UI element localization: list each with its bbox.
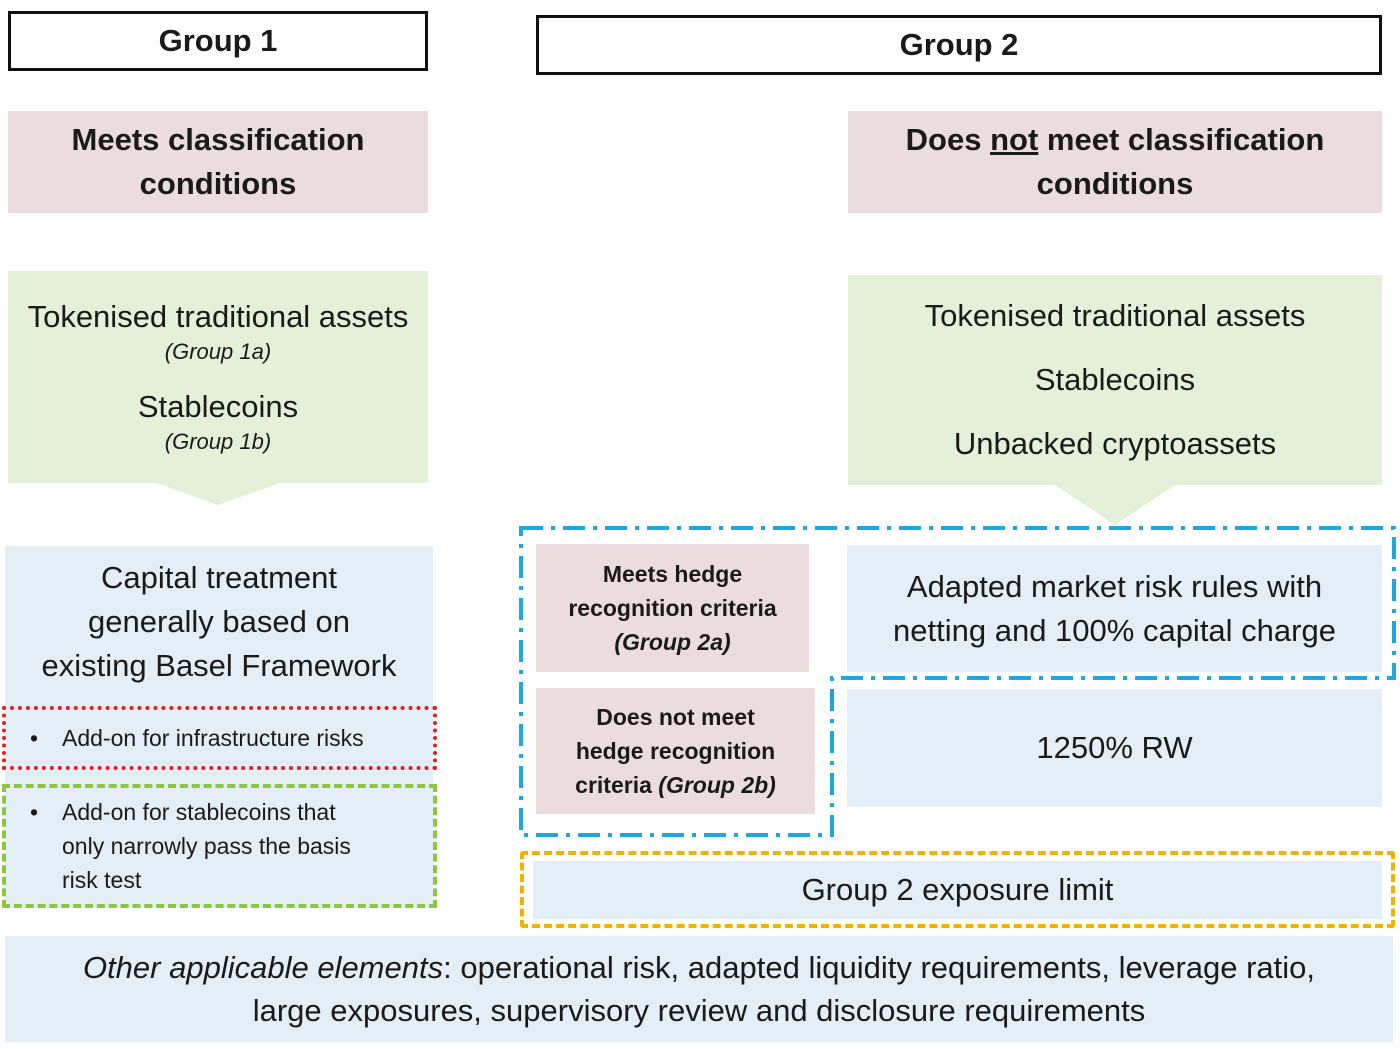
group2-tokenised: Tokenised traditional assets	[924, 298, 1306, 333]
meets-classification-line2: conditions	[139, 166, 297, 201]
meets-hedge-box: Meets hedge recognition criteria (Group …	[536, 544, 809, 672]
group1-stablecoins: Stablecoins	[137, 389, 299, 424]
other-elements-label: Other applicable elements	[82, 950, 444, 985]
not-meets-hedge-line3: criteria (Group 2b)	[575, 768, 776, 802]
exposure-limit-label: Group 2 exposure limit	[801, 872, 1114, 907]
group2-header-label: Group 2	[899, 27, 1019, 62]
group1-header: Group 1	[8, 11, 428, 71]
other-elements-box: Other applicable elements: operational r…	[5, 936, 1393, 1042]
capital-treatment-text: Capital treatment generally based on exi…	[42, 556, 397, 688]
not-meets-classification-box: Does not meet classification conditions	[848, 111, 1382, 213]
group1a-label: (Group 1a)	[164, 339, 272, 364]
group2-unbacked: Unbacked cryptoassets	[953, 426, 1277, 461]
capital-treatment-line1: Capital treatment	[100, 560, 338, 595]
meets-hedge-line2: recognition criteria	[568, 595, 777, 621]
group2b-label: (Group 2b)	[658, 772, 776, 798]
not-meets-post: meet classification	[1038, 122, 1325, 157]
not-meets-hedge-line1: Does not meet	[596, 704, 755, 730]
market-risk-line1: Adapted market risk rules with	[906, 568, 1323, 604]
not-meets-pre: Does	[905, 122, 991, 157]
group1-header-label: Group 1	[158, 23, 278, 58]
capital-treatment-line3: existing Basel Framework	[41, 648, 397, 683]
risk-weight-box: 1250% RW	[847, 689, 1382, 807]
not-meets-classification-line2: conditions	[1036, 166, 1194, 201]
group1-down-arrow	[156, 483, 280, 505]
criteria-word: criteria	[575, 772, 659, 798]
other-elements-line1: Other applicable elements: operational r…	[83, 946, 1315, 989]
group1b-label: (Group 1b)	[164, 429, 272, 454]
exposure-limit-box: Group 2 exposure limit	[533, 861, 1382, 919]
group2-header: Group 2	[536, 15, 1382, 75]
group2-down-arrow	[1055, 485, 1175, 525]
meets-hedge-line1: Meets hedge	[602, 561, 743, 587]
market-risk-line2: netting and 100% capital charge	[893, 612, 1336, 648]
group2a-label: (Group 2a)	[614, 629, 731, 655]
market-risk-box: Adapted market risk rules with netting a…	[847, 545, 1382, 672]
other-elements-line2: large exposures, supervisory review and …	[252, 993, 1146, 1028]
capital-treatment-box: Capital treatment generally based on exi…	[5, 546, 433, 908]
not-meets-hedge-line2: hedge recognition	[575, 738, 776, 764]
not-word: not	[990, 122, 1039, 157]
group1-assets-box: Tokenised traditional assets (Group 1a) …	[8, 271, 428, 483]
group2-stablecoins: Stablecoins	[1034, 362, 1196, 397]
other-elements-text1: : operational risk, adapted liquidity re…	[443, 950, 1316, 985]
capital-treatment-line2: generally based on	[88, 604, 350, 639]
meets-classification-box: Meets classification conditions	[8, 111, 428, 213]
not-meets-hedge-box: Does not meet hedge recognition criteria…	[536, 688, 815, 814]
risk-weight-label: 1250% RW	[1036, 730, 1193, 765]
not-meets-classification-line1: Does not meet classification	[906, 118, 1325, 162]
group2-assets-box: Tokenised traditional assets Stablecoins…	[848, 275, 1382, 485]
group1-tokenised: Tokenised traditional assets	[27, 299, 409, 334]
meets-classification-line1: Meets classification	[71, 122, 365, 157]
